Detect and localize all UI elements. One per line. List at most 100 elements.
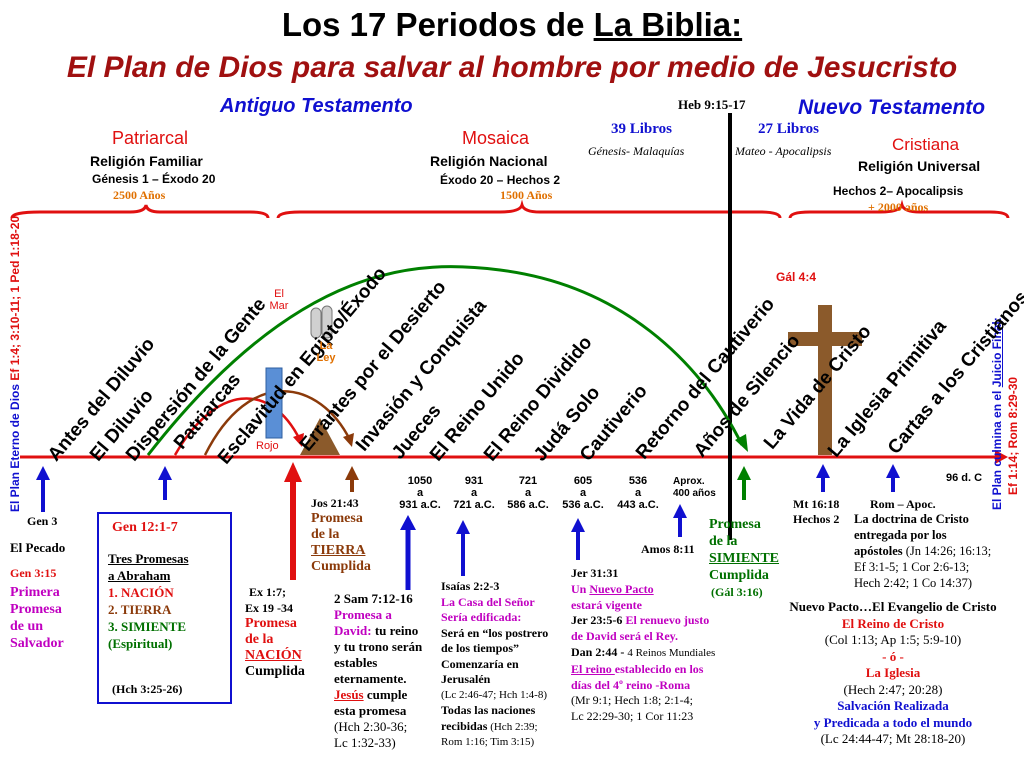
exodo-promise: Promesa (245, 616, 297, 631)
land-arc (203, 390, 352, 456)
date-top: 721 (518, 475, 538, 487)
jeremias-ref: Lc 22:29-30; 1 Cor 11:23 (571, 709, 694, 724)
first-promise-line: Salvador (10, 636, 64, 651)
jeremias-promise: estará vigente (571, 597, 642, 612)
timeline-arrowhead (995, 450, 1008, 464)
sin-label: El Pecado (10, 540, 66, 555)
date-top: 1050 (407, 475, 433, 487)
eternal-plan-refs: Ef 1:4; 3:10-11; 1 Ped 1:18-20 (8, 215, 22, 381)
isaias-ref: Rom 1:16; Tim 3:15) (441, 736, 535, 748)
mountain-icon (300, 418, 340, 455)
josue-note: Jos 21:43 Promesa de la TIERRA Cumplida (311, 495, 371, 575)
up-arrow-simiente (737, 466, 751, 500)
david-ref: (Hch 2:30-36; (334, 719, 408, 734)
eternal-plan-label: El Plan Eterno de Dios Ef 1:4; 3:10-11; … (8, 216, 22, 512)
mosaica-title: Mosaica (462, 128, 530, 148)
old-books-count: 39 Libros (611, 121, 672, 137)
church-ref: (Hech 2:47; 20:28) (843, 681, 943, 697)
first-promise-line: de un (10, 619, 44, 634)
church-ref-hechos: Hechos 2 (793, 512, 840, 526)
doctrine-note: La doctrina de Cristo entregada por los … (854, 511, 991, 591)
date-mid: a (579, 487, 587, 499)
mosaica-religion: Religión Nacional (430, 153, 548, 169)
nation-arc (173, 397, 302, 456)
date-bottom: 931 a.C. (399, 499, 441, 511)
jeremias-promise: Un (571, 581, 590, 596)
up-arrow-church (816, 464, 830, 492)
isaias-promise: Sería edificada: (441, 610, 522, 624)
promise-seed: 3. SIMIENTE (108, 619, 187, 634)
doctrine-text: entregada por los (854, 528, 947, 542)
date-mid: a (524, 487, 532, 499)
kingdom-label: El Reino de Cristo (841, 615, 945, 631)
doctrine-ref: Hech 2:42; 1 Co 14:37) (854, 576, 973, 590)
seed-promise: de la (709, 534, 738, 549)
patriarcal-years: 2500 Años (113, 188, 166, 202)
gal-reference: Gál 4:4 (776, 270, 817, 284)
date-mid: a (416, 487, 424, 499)
jeremias-promise: Nuevo Pacto (589, 581, 654, 596)
silence-years-count: 400 años (673, 488, 716, 499)
date-mid: a (634, 487, 642, 499)
cristiana-bracket (788, 199, 1010, 219)
isaias-note: Isaías 2:2-3 La Casa del Señor Sería edi… (441, 579, 548, 751)
david-text: y tu trono serán (334, 639, 423, 654)
exodo-promise: NACIÓN (245, 648, 302, 663)
daniel-promise: días del 4º reino -Roma (571, 677, 691, 692)
first-promise-line: Promesa (10, 602, 62, 617)
up-arrow-david (400, 515, 416, 590)
page-subtitle: El Plan de Dios para salvar al hombre po… (66, 51, 958, 84)
isaias-text: Será en “los postrero (441, 625, 549, 640)
seed-arc-arrowhead (735, 434, 748, 452)
promise-seed-spiritual: (Espiritual) (108, 636, 173, 651)
date-bottom: 586 a.C. (507, 499, 549, 511)
isaias-text: Comenzaría en (441, 656, 519, 671)
up-arrow-abraham (158, 466, 172, 500)
jeremias-ref: Jer 31:31 (571, 566, 619, 580)
seed-ref: (Gál 3:16) (711, 585, 763, 599)
josue-ref: Jos 21:43 (311, 496, 359, 510)
eternal-plan-text: El Plan Eterno de Dios (8, 380, 22, 512)
daniel-promise: establecido en los (614, 661, 704, 676)
law-label: La Ley (316, 340, 336, 364)
isaias-ref: (Hch 2:39; (487, 720, 538, 733)
date-bottom: 536 a.C. (562, 499, 604, 511)
promise-nation: 1. NACIÓN (108, 585, 174, 600)
red-sea-label-top: El Mar (269, 288, 289, 312)
gen3-ref: Gen 3 (27, 514, 58, 528)
kingdom-ref: (Col 1:13; Ap 1:5; 5:9-10) (824, 632, 962, 647)
gen315-ref: Gen 3:15 (10, 566, 57, 580)
final-judgment-refs: Ef 1:14; Rom 8:29-30 (1006, 376, 1020, 495)
david-ref: 2 Sam 7:12-16 (334, 591, 413, 606)
abraham-box (97, 512, 232, 704)
isaias-ref: Isaías 2:2-3 (441, 579, 500, 593)
jeremias-ref: Jer 23:5-6 (571, 613, 623, 628)
amos-ref: Amos 8:11 (641, 542, 695, 556)
isaias-text: de los tiempos” (441, 641, 519, 655)
up-arrow-jeremias (571, 518, 585, 560)
cross-icon (788, 305, 862, 455)
old-books-range: Génesis- Malaquías (588, 144, 685, 158)
david-text: cumple (363, 687, 408, 702)
new-covenant-note: Nuevo Pacto…El Evangelio de Cristo El Re… (772, 599, 1014, 748)
david-text: estables (334, 655, 378, 670)
date-mid: a (470, 487, 478, 499)
date-bottom: 721 a.C. (453, 499, 495, 511)
josue-promise: Promesa (311, 511, 363, 526)
patriarcal-range: Génesis 1 – Éxodo 20 (92, 172, 216, 186)
seed-promise: Cumplida (709, 568, 769, 583)
isaias-promise: La Casa del Señor (441, 594, 535, 609)
end-date: 96 d. C (946, 472, 983, 484)
abraham-promises: Tres Promesas a Abraham 1. NACIÓN 2. TIE… (108, 550, 189, 652)
david-ref: Lc 1:32-33) (334, 735, 396, 750)
salvation-label: y Predicada a todo el mundo (813, 714, 973, 730)
patriarcal-title: Patriarcal (112, 128, 189, 148)
up-arrow-amos (673, 504, 687, 537)
promise-land: 2. TIERRA (108, 602, 172, 617)
josue-promise: de la (311, 527, 340, 542)
up-arrow-letters (886, 464, 900, 492)
daniel-promise: El reino (571, 661, 615, 676)
david-text: tu reino (371, 623, 419, 638)
